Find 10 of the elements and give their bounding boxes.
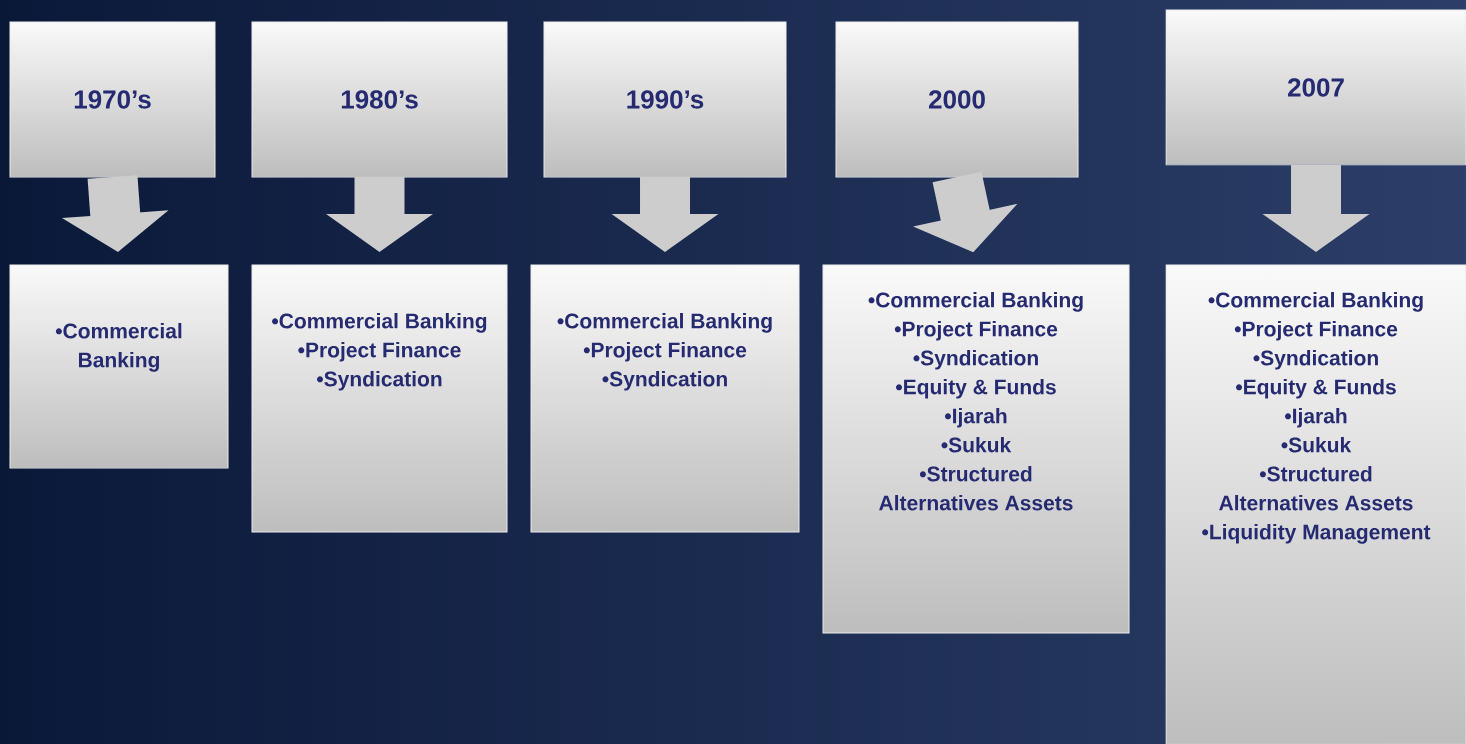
content-box: •Commercial Banking •Project Finance •Syndication •Equity & Funds •Ijarah •Sukuk •Structured Alternatives Assets (822, 264, 1130, 634)
year-box: 2007 (1165, 9, 1466, 166)
year-box: 1980’s (251, 21, 508, 178)
year-box: 1970’s (9, 21, 216, 178)
year-box: 2000 (835, 21, 1079, 178)
content-box: •Commercial Banking •Project Finance •Syndication •Equity & Funds •Ijarah •Sukuk •Structured Alternatives Assets •Liquidity Management (1165, 264, 1466, 744)
year-box: 1990’s (543, 21, 787, 178)
content-box: •Commercial Banking •Project Finance •Syndication (530, 264, 800, 533)
content-box: •Commercial Banking (9, 264, 229, 469)
content-box: •Commercial Banking •Project Finance •Syndication (251, 264, 508, 533)
